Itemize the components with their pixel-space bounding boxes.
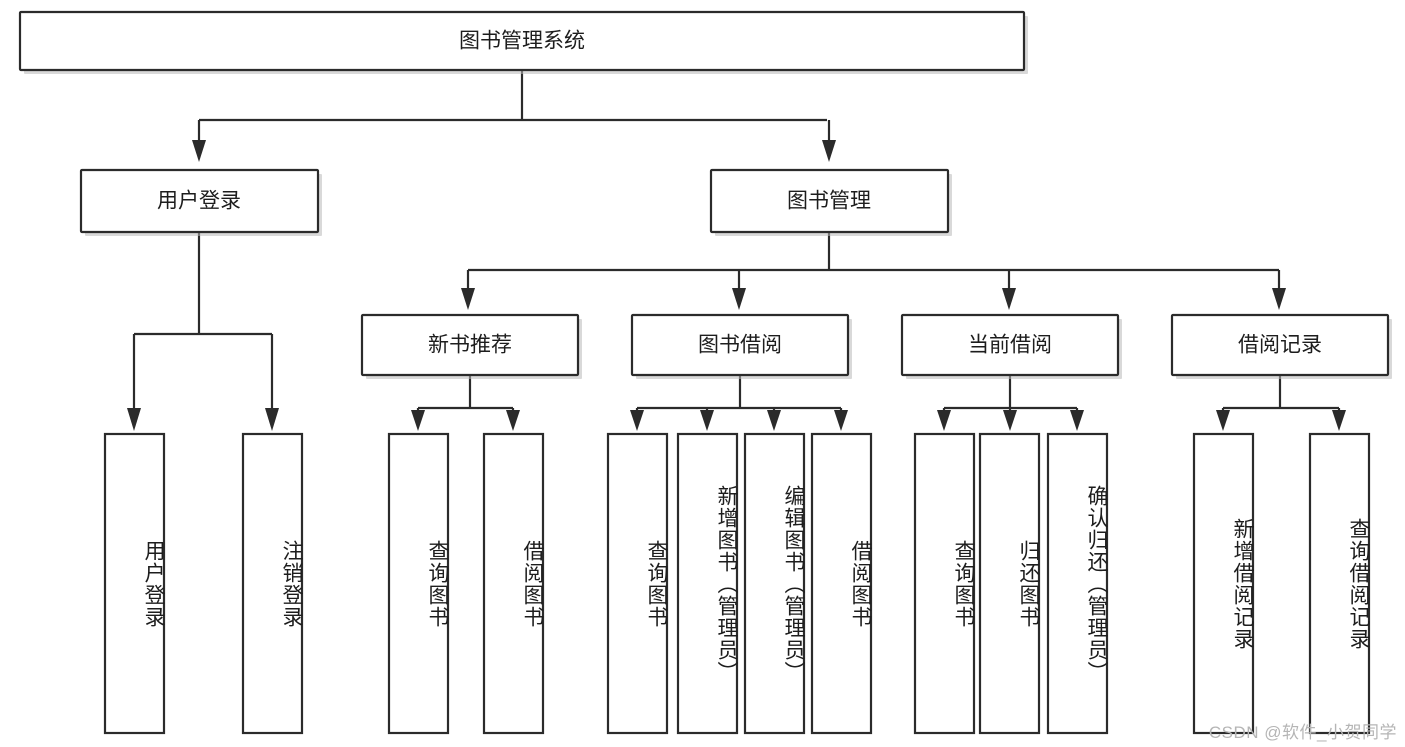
node-book-borrow-box[interactable] bbox=[630, 313, 850, 377]
node-book-management-label: 图书管理 bbox=[787, 190, 871, 213]
node-current-borrow[interactable]: 当前借阅 bbox=[900, 313, 1122, 379]
node-user-login-label: 用户登录 bbox=[157, 190, 241, 213]
node-leaf-return-book-box[interactable] bbox=[978, 432, 1041, 735]
node-leaf-borrow-book-box[interactable] bbox=[810, 432, 873, 735]
arrow-head-leaf-user-login bbox=[127, 408, 141, 431]
node-leaf-query-borrow-record-box[interactable] bbox=[1308, 432, 1371, 735]
arrow-head-leaf-query-book-current bbox=[937, 410, 951, 431]
node-user-login[interactable]: 用户登录 bbox=[79, 168, 322, 236]
node-leaf-logout-login-box[interactable] bbox=[241, 432, 304, 735]
arrow-head-leaf-query-book-recommend bbox=[411, 410, 425, 431]
node-current-borrow-box[interactable] bbox=[900, 313, 1120, 377]
node-book-borrow-label: 图书借阅 bbox=[698, 334, 782, 357]
node-root-label: 图书管理系统 bbox=[459, 30, 585, 53]
node-leaf-confirm-return-admin-box[interactable] bbox=[1046, 432, 1109, 735]
node-new-book-recommend[interactable]: 新书推荐 bbox=[360, 313, 582, 379]
node-borrow-records-box[interactable] bbox=[1170, 313, 1390, 377]
node-leaf-add-book-admin-box[interactable] bbox=[676, 432, 739, 735]
node-leaf-borrow-book-recommend-box[interactable] bbox=[482, 432, 545, 735]
node-leaf-add-borrow-record-box[interactable] bbox=[1192, 432, 1255, 735]
connector-group-book-management bbox=[461, 232, 1286, 310]
arrow-head-leaf-query-book-borrow bbox=[630, 410, 644, 431]
node-leaf-query-book-borrow-box[interactable] bbox=[606, 432, 669, 735]
connector-group-root bbox=[192, 70, 836, 162]
node-user-login-box[interactable] bbox=[79, 168, 320, 234]
arrow-head-new-book-recommend bbox=[461, 288, 475, 310]
connector-group-book-borrow bbox=[630, 375, 848, 431]
connector-group-new-book-recommend bbox=[411, 375, 520, 431]
connector-group-borrow-records bbox=[1216, 375, 1346, 431]
arrow-head-borrow-records bbox=[1272, 288, 1286, 310]
arrow-head-leaf-confirm-return-admin bbox=[1070, 410, 1084, 431]
arrow-head-leaf-logout-login bbox=[265, 408, 279, 431]
arrow-head-leaf-borrow-book bbox=[834, 410, 848, 431]
arrow-head-leaf-query-borrow-record bbox=[1332, 410, 1346, 431]
node-root[interactable]: 图书管理系统 bbox=[18, 10, 1028, 74]
node-new-book-recommend-box[interactable] bbox=[360, 313, 580, 377]
node-book-borrow[interactable]: 图书借阅 bbox=[630, 313, 852, 379]
node-new-book-recommend-label: 新书推荐 bbox=[428, 334, 512, 357]
arrow-head-leaf-add-borrow-record bbox=[1216, 410, 1230, 431]
node-book-management[interactable]: 图书管理 bbox=[709, 168, 952, 236]
arrow-head-leaf-edit-book-admin bbox=[767, 410, 781, 431]
arrow-head-book-borrow bbox=[732, 288, 746, 310]
node-borrow-records[interactable]: 借阅记录 bbox=[1170, 313, 1392, 379]
arrow-head-leaf-add-book-admin bbox=[700, 410, 714, 431]
arrow-head-book-management bbox=[822, 140, 836, 162]
node-root-box[interactable] bbox=[18, 10, 1026, 72]
arrow-head-current-borrow bbox=[1002, 288, 1016, 310]
node-book-management-box[interactable] bbox=[709, 168, 950, 234]
leaf-boxes bbox=[103, 432, 1371, 735]
arrow-head-leaf-borrow-book-recommend bbox=[506, 410, 520, 431]
node-leaf-query-book-current-box[interactable] bbox=[913, 432, 976, 735]
node-leaf-edit-book-admin-box[interactable] bbox=[743, 432, 806, 735]
arrow-head-leaf-return-book bbox=[1003, 410, 1017, 431]
node-current-borrow-label: 当前借阅 bbox=[968, 334, 1052, 357]
csdn-watermark: CSDN @软件_小贺同学 bbox=[1208, 723, 1397, 742]
connector-group-user-login bbox=[127, 232, 279, 431]
node-leaf-user-login-box[interactable] bbox=[103, 432, 166, 735]
node-leaf-query-book-recommend-box[interactable] bbox=[387, 432, 450, 735]
arrow-head-user-login bbox=[192, 140, 206, 162]
connector-group-current-borrow bbox=[937, 375, 1084, 431]
node-borrow-records-label: 借阅记录 bbox=[1238, 334, 1322, 357]
